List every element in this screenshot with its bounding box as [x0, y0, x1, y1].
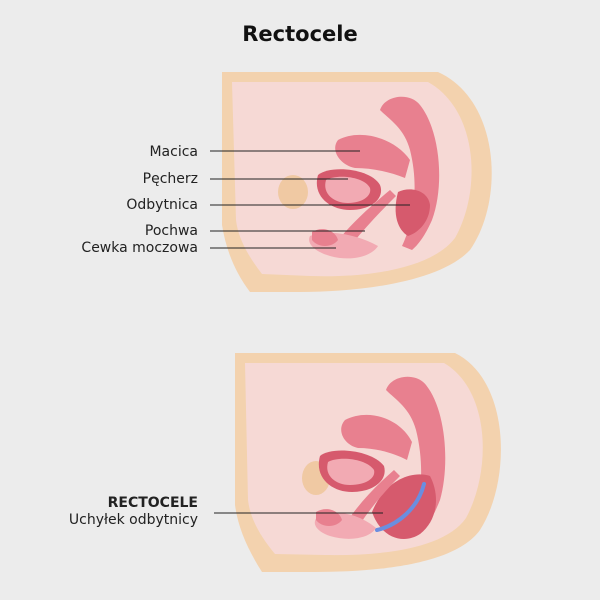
bottom-vagina: [348, 470, 400, 524]
label-pecherz: Pęcherz: [142, 171, 198, 187]
rectocele-highlight: [375, 482, 426, 532]
top-pubic-bone: [278, 175, 308, 209]
label-macica: Macica: [149, 144, 198, 160]
bottom-bladder-inner: [327, 458, 375, 485]
label-rectocele-title: RECTOCELE: [107, 495, 198, 511]
bottom-uterus: [341, 414, 412, 460]
top-vulva: [312, 229, 338, 246]
top-bladder-inner: [325, 176, 371, 203]
label-pochwa: Pochwa: [144, 223, 198, 239]
bottom-anatomy-figure: [235, 353, 501, 572]
label-odbytnica: Odbytnica: [126, 197, 198, 213]
top-uterus: [335, 134, 410, 178]
top-rectum-ampulla: [395, 189, 430, 236]
label-cewka-moczowa: Cewka moczowa: [81, 240, 198, 256]
label-rectocele-subtitle: Uchyłek odbytnicy: [68, 512, 198, 528]
top-anatomy-figure: [222, 72, 492, 292]
top-leader-lines: [210, 150, 410, 249]
diagram-title: Rectocele: [242, 22, 358, 46]
